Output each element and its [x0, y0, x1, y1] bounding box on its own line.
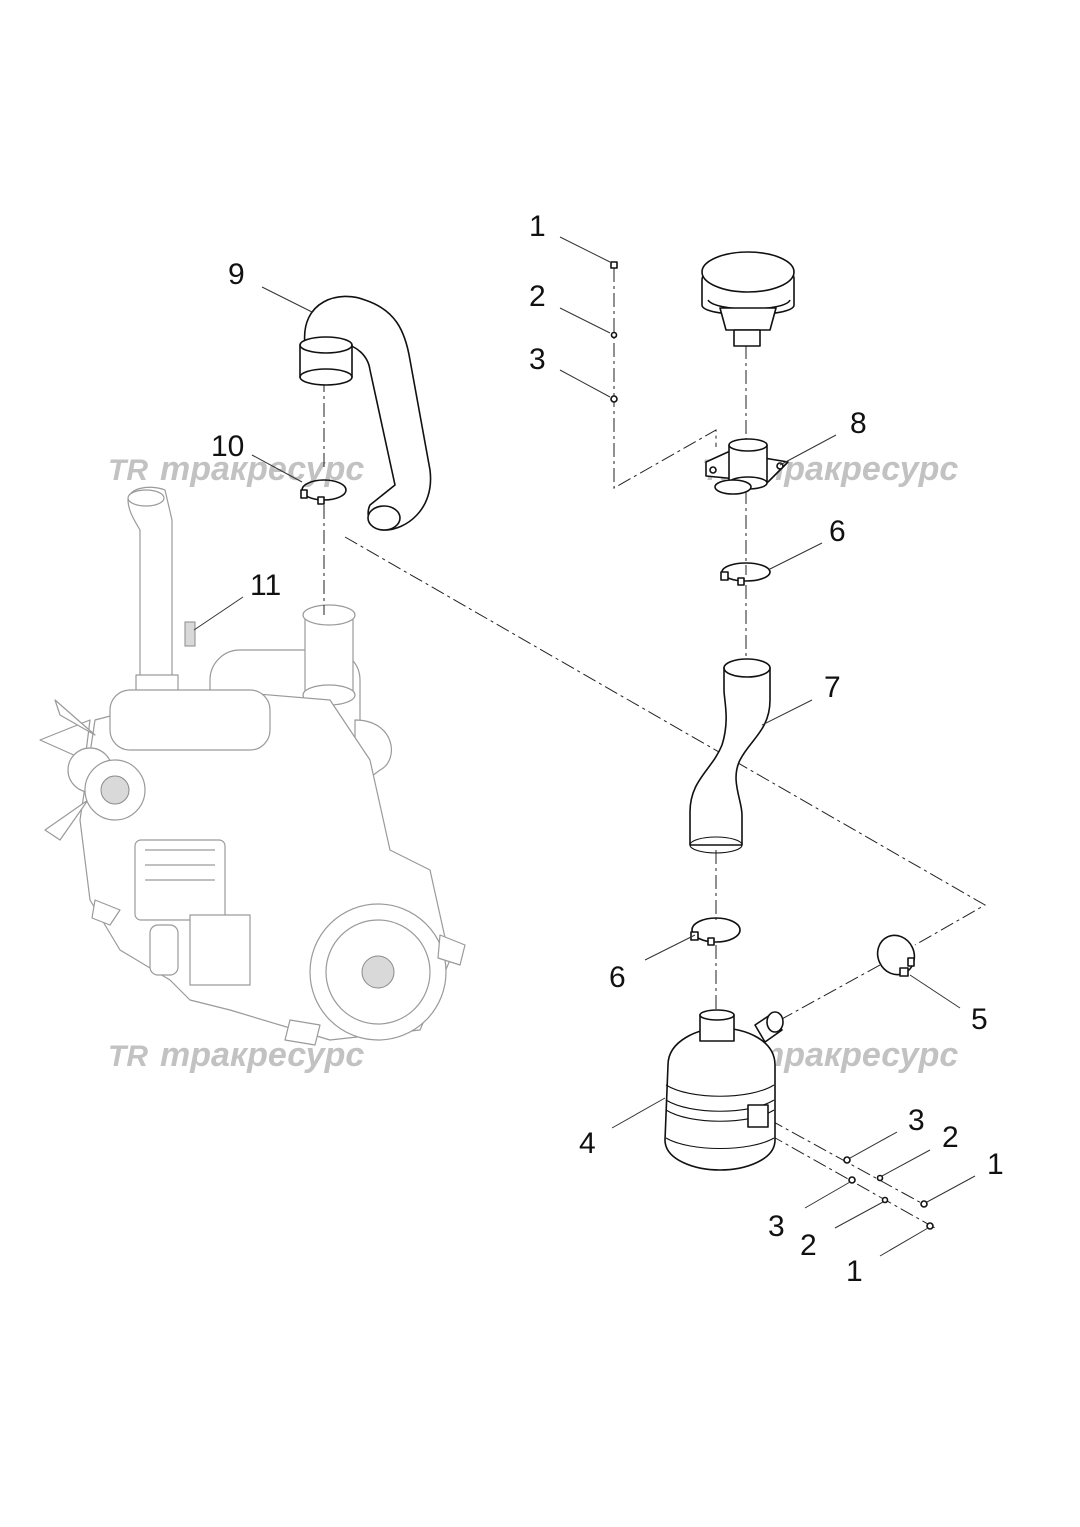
callout-3: 3	[529, 343, 546, 376]
watermark-bottom-left: TR тракресурс	[108, 1036, 364, 1074]
part-7-hose	[689, 658, 771, 854]
part-6-clamp-upper	[720, 562, 771, 586]
watermark-text: тракресурс	[754, 450, 958, 488]
callout-1: 1	[846, 1255, 863, 1288]
callout-6: 6	[609, 961, 626, 994]
part-4-filter	[664, 1009, 784, 1171]
callout-labels: 1 2 3 9 8 10 6 11 7 6 5 4 3 2 1 3 2 1	[211, 210, 1004, 1288]
callout-8: 8	[850, 407, 867, 440]
pre-cleaner-cap	[701, 251, 795, 347]
callout-5: 5	[971, 1003, 988, 1036]
fasteners-right	[843, 1156, 934, 1230]
callout-10: 10	[211, 430, 244, 463]
callout-2: 2	[800, 1229, 817, 1262]
leader-lines	[193, 236, 976, 1257]
part-10-clamp	[300, 479, 347, 505]
watermark-text: тракресурс	[754, 1036, 958, 1074]
callout-3: 3	[768, 1210, 785, 1243]
callout-1: 1	[529, 210, 546, 243]
callout-4: 4	[579, 1127, 596, 1160]
watermark-top-left: TR тракресурс	[108, 450, 364, 488]
callout-2: 2	[529, 280, 546, 313]
watermark-text: тракресурс	[160, 1036, 364, 1074]
part-6-clamp-lower	[690, 917, 741, 946]
part-5-clamp	[876, 934, 916, 977]
fasteners-top	[610, 261, 618, 403]
callout-11: 11	[250, 569, 281, 602]
watermark-logo: TR	[108, 1040, 148, 1073]
center-lines	[323, 268, 987, 1229]
callout-2: 2	[942, 1121, 959, 1154]
watermark-text: тракресурс	[160, 450, 364, 488]
callout-7: 7	[824, 671, 841, 704]
watermark-logo: TR	[108, 454, 148, 487]
callout-6: 6	[829, 515, 846, 548]
callout-1: 1	[987, 1148, 1004, 1181]
part-9-hose	[299, 295, 432, 531]
callout-9: 9	[228, 258, 245, 291]
callout-3: 3	[908, 1104, 925, 1137]
engine-assembly	[39, 486, 466, 1046]
